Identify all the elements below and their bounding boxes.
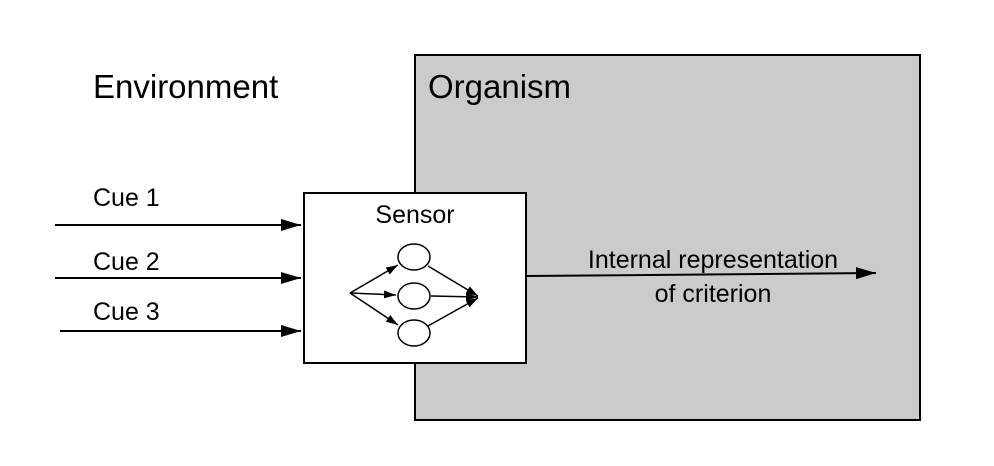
organism-label: Organism bbox=[428, 68, 572, 105]
network-edge bbox=[427, 297, 479, 327]
network-node bbox=[397, 243, 431, 271]
network-edge bbox=[349, 264, 399, 294]
network-edge bbox=[349, 292, 399, 326]
neural-network-icon bbox=[349, 243, 479, 347]
output-label-line-1: Internal representation bbox=[587, 246, 839, 274]
output-label: Internal representation of criterion bbox=[560, 243, 866, 311]
network-edge bbox=[430, 292, 479, 301]
cue-1-label: Cue 1 bbox=[93, 184, 160, 212]
environment-label: Environment bbox=[93, 68, 279, 105]
cue-3-label: Cue 3 bbox=[93, 298, 160, 326]
sensor-label: Sensor bbox=[375, 201, 455, 229]
network-node bbox=[397, 282, 431, 310]
network-edge bbox=[349, 290, 397, 299]
network-node bbox=[397, 319, 431, 347]
network-edge bbox=[427, 265, 479, 297]
output-arrow bbox=[526, 267, 877, 280]
output-label-line-2: of criterion bbox=[654, 280, 772, 308]
cue-2-label: Cue 2 bbox=[93, 248, 160, 276]
